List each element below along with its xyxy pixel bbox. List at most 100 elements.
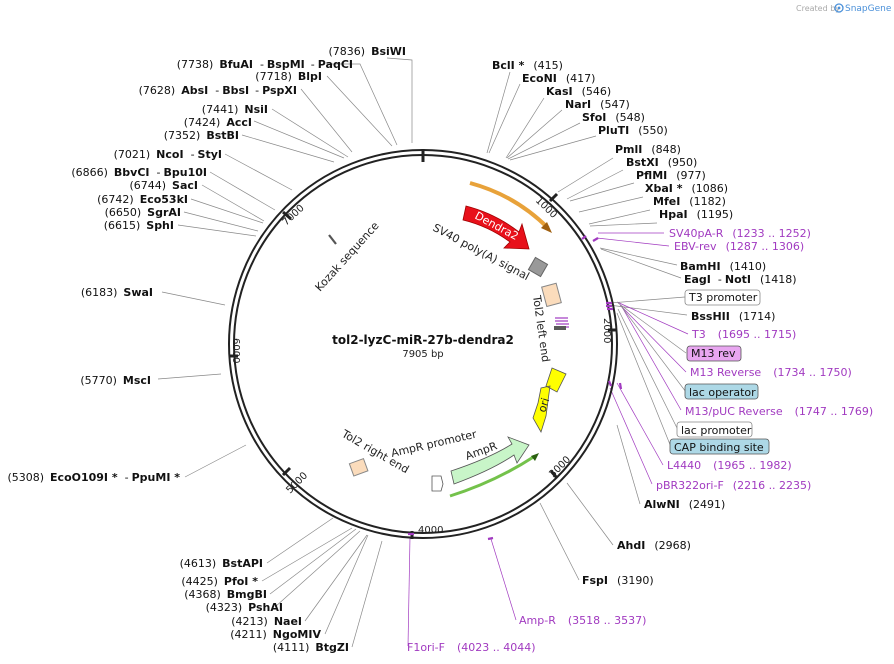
leader-bamhi [599, 247, 678, 266]
tick-marks [229, 192, 617, 539]
leader-bfuai [327, 63, 398, 146]
enzyme-bsiwi: (7836)BsiWI [328, 45, 406, 58]
enzyme-hpai: HpaI(1195) [659, 208, 733, 221]
marker-pbr322ori-f [618, 382, 623, 390]
feature-arc-orange [469, 181, 550, 230]
leader-bstbi [241, 134, 335, 163]
leader-sphi [177, 224, 257, 237]
leader-swai [161, 291, 226, 306]
box-cap-binding-site [669, 438, 770, 455]
enzyme-bstapi: (4613)BstAPI [180, 557, 263, 570]
leader-bcli [486, 71, 511, 154]
leader-amp-r [490, 538, 517, 621]
leader-sgrai [183, 211, 259, 232]
enzyme-nari: NarI(547) [565, 98, 630, 111]
enzyme-btgzi: (4111)BtgZI [273, 641, 349, 654]
primer-f1ori-f: F1ori-F(4023 .. 4044) [407, 641, 536, 654]
leader-absi [300, 88, 353, 153]
leader-nsii [271, 108, 349, 158]
enzyme-ngomiv: (4211)NgoMIV [230, 628, 321, 641]
enzyme-ahdi: AhdI(2968) [617, 539, 691, 552]
leader-m13-reverse [619, 304, 687, 373]
leader-t3 [616, 301, 689, 335]
tick-labels: 1000 2000 3000 4000 5000 6000 7000 [230, 195, 612, 536]
enzyme-sgrai: (6650)SgrAI [105, 206, 181, 219]
leader-pshai [274, 530, 361, 608]
enzyme-bamhi: BamHI(1410) [680, 260, 766, 273]
tick-1000 [548, 192, 559, 203]
leader-ebv-rev [596, 237, 670, 247]
feature-ampr [450, 436, 530, 485]
plasmid-name: tol2-lyzC-miR-27b-dendra2 [332, 333, 514, 347]
leader-ncoi [224, 153, 293, 191]
box-lac-promoter [676, 421, 753, 438]
feature-arc-orange-head [541, 222, 552, 233]
snapgene-credit: Created by SnapGene [796, 3, 892, 14]
box-t3-promoter [684, 289, 761, 306]
feature-ori [532, 367, 567, 433]
leader-ahdi [566, 482, 614, 546]
primer-l4440: L4440(1965 .. 1982) [667, 459, 792, 472]
enzyme-labels-right: BclI *(415) EcoNI(417) KasI(546) NarI(54… [492, 59, 797, 587]
plasmid-title: tol2-lyzC-miR-27b-dendra2 7905 bp [332, 333, 514, 360]
primer-ebv-rev: EBV-rev(1287 .. 1306) [674, 240, 804, 253]
enzyme-naei: (4213)NaeI [231, 615, 302, 628]
enzyme-sfoi: SfoI(548) [582, 111, 645, 124]
leader-econi [488, 83, 521, 154]
credit-prefix: Created by [796, 4, 840, 13]
enzyme-bstbi: (7352)BstBI [164, 129, 239, 142]
leader-eco53ki [190, 198, 264, 224]
enzyme-saci: (6744)SacI [129, 179, 198, 192]
enzyme-swai: (6183)SwaI [81, 286, 153, 299]
enzyme-xbai: XbaI *(1086) [645, 182, 728, 195]
leader-pflmi [569, 182, 635, 202]
label-cap-binding-site: CAP binding site [674, 441, 764, 454]
enzyme-alwni: AlwNI(2491) [644, 498, 725, 511]
leader-acci [253, 120, 345, 159]
primer-sv40pa-r: SV40pA-R(1233 .. 1252) [669, 227, 811, 240]
primer-t3: T3(1695 .. 1715) [691, 328, 796, 341]
enzyme-bfuai: (7738)BfuAI-BspMI-PaqCI [177, 58, 353, 71]
leader-eco0109i [184, 444, 247, 478]
leader-bbvci [209, 171, 276, 211]
leader-lac-promoter [617, 308, 679, 431]
tick-label-3000: 3000 [547, 454, 573, 480]
feature-kozak-label: Kozak sequence [313, 219, 382, 294]
marker-amp-r [487, 536, 494, 541]
feature-tol2-right-box [348, 457, 369, 477]
enzyme-blpi: (7718)BlpI [255, 70, 322, 83]
leader-bstapi [266, 517, 334, 564]
enzyme-pluti: PluTI(550) [598, 124, 668, 137]
leader-bmgbi [269, 528, 357, 595]
plasmid-size: 7905 bp [402, 349, 443, 360]
enzyme-pmli: PmlI(848) [615, 143, 681, 156]
snapgene-logo-icon [834, 3, 844, 13]
feature-ori-label: ori [535, 396, 552, 414]
primer-m13-puc-reverse: M13/pUC Reverse(1747 .. 1769) [685, 405, 873, 418]
enzyme-pfoi: (4425)PfoI * [181, 575, 258, 588]
primer-labels: SV40pA-R(1233 .. 1252) EBV-rev(1287 .. 1… [407, 227, 873, 654]
leader-saci [201, 184, 265, 222]
primer-pbr322ori-f: pBR322ori-F(2216 .. 2235) [656, 479, 811, 492]
feature-sv40-box [527, 256, 549, 278]
box-m13-rev [686, 345, 742, 362]
leader-blpi [326, 75, 393, 147]
box-lac-operator [684, 383, 759, 400]
feature-ampr-promoter [431, 475, 444, 492]
feature-dendra2-label: Dendra2 [473, 209, 521, 243]
leader-bstxi [566, 169, 624, 200]
label-lac-promoter: lac promoter [681, 424, 752, 437]
leader-bsiwi [386, 57, 413, 143]
leader-f1ori-f [407, 536, 411, 647]
enzyme-eco0109i: (5308)EcoO109I *-PpuMI * [7, 471, 180, 484]
enzyme-bmgbi: (4368)BmgBI [184, 588, 267, 601]
enzyme-eagi: EagI-NotI(1418) [684, 273, 797, 286]
tick-label-6000: 6000 [230, 338, 241, 363]
tick-7000 [282, 210, 292, 221]
tick-5000 [281, 466, 292, 477]
enzyme-nsii: (7441)NsiI [202, 103, 268, 116]
enzyme-labels-left: (7836)BsiWI (7738)BfuAI-BspMI-PaqCI (771… [7, 45, 406, 654]
primer-markers [408, 235, 623, 541]
feature-lac-marks [555, 317, 569, 328]
